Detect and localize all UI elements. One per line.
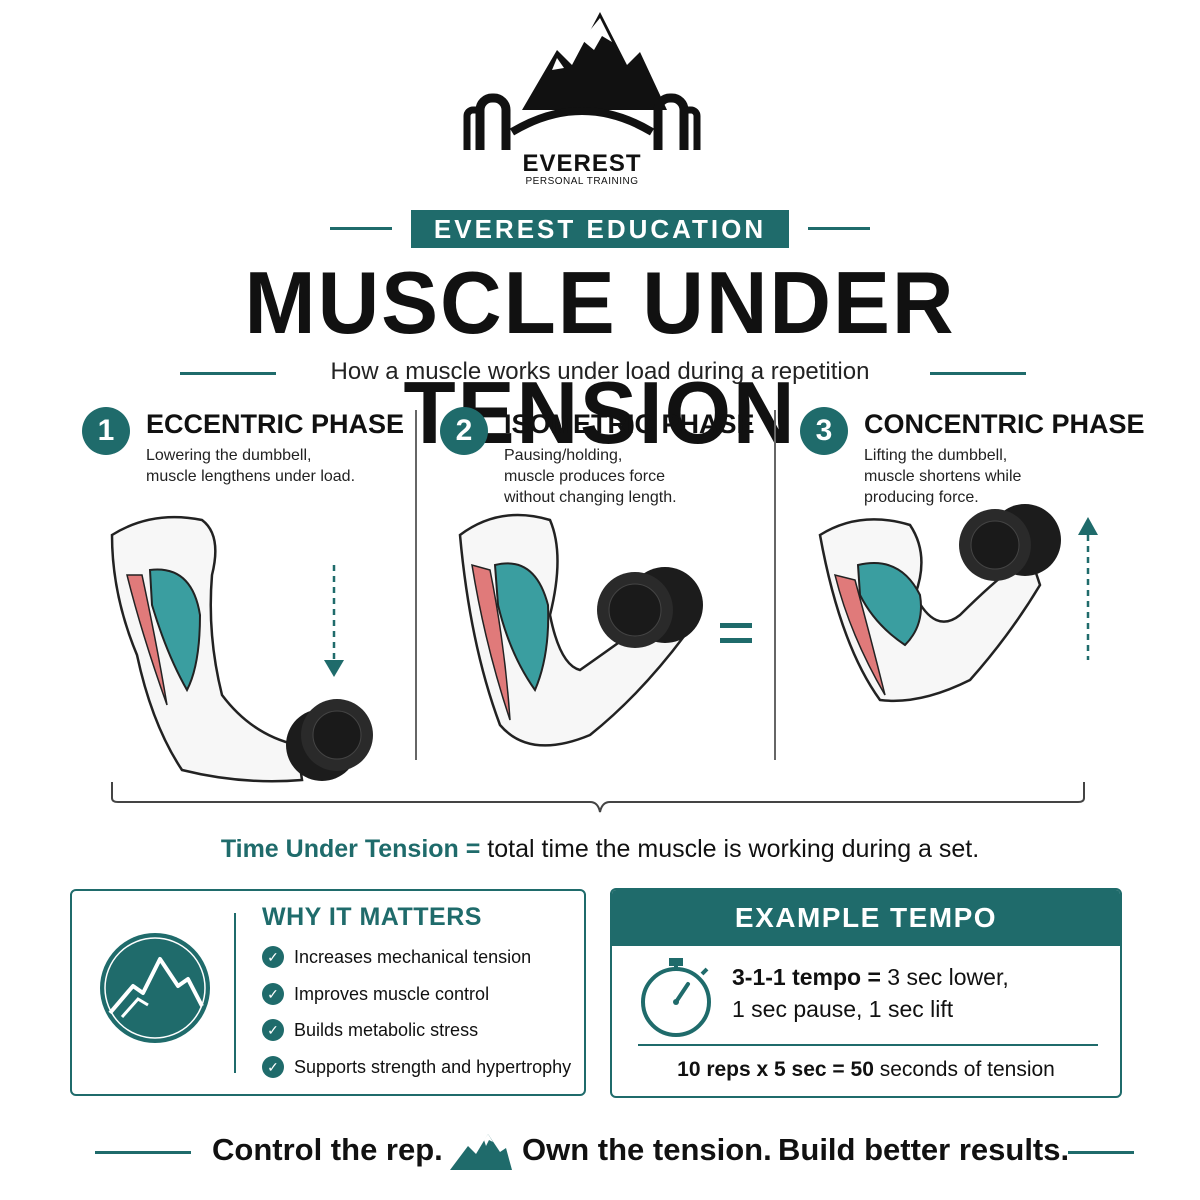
- check-icon: ✓: [262, 946, 284, 969]
- page-subtitle: How a muscle works under load during a r…: [330, 358, 870, 385]
- brace-connector: [111, 782, 1085, 813]
- why-item-label: Increases mechanical tension: [294, 946, 532, 967]
- footer-part-1: Control the rep.: [212, 1132, 443, 1167]
- dumbbell-icon: [286, 699, 373, 781]
- phase-desc-line: muscle shortens while: [864, 468, 1022, 485]
- concentric-arm-illustration: [818, 504, 1098, 703]
- why-item: ✓ Improves muscle control: [262, 983, 490, 1006]
- triceps-muscle: [126, 574, 168, 706]
- phase-title: CONCENTRIC PHASE: [864, 409, 1145, 439]
- phase-title: ECCENTRIC PHASE: [146, 409, 405, 439]
- check-icon: ✓: [262, 1056, 284, 1079]
- tut-definition: Time Under Tension = total time the musc…: [150, 832, 1050, 866]
- biceps-muscle: [856, 562, 922, 647]
- phase-desc-line: muscle lengthens under load.: [146, 468, 356, 485]
- phase-isometric: 2 ISOMETRIC PHASE Pausing/holding, muscl…: [440, 405, 800, 805]
- footer-rule-left: [95, 1151, 191, 1154]
- phase-description: Lowering the dumbbell, muscle lengthens …: [146, 445, 446, 487]
- phase-number: 1: [82, 407, 130, 455]
- stopwatch-icon: [641, 958, 711, 1037]
- footer-tagline: Control the rep. Own the tension. Build …: [100, 1128, 1100, 1178]
- dumbbell-icon: [597, 567, 703, 648]
- phase-divider: [774, 410, 776, 760]
- tempo-calc-bold: 10 reps x 5 sec = 50: [677, 1058, 874, 1081]
- triceps-muscle: [471, 563, 511, 721]
- phase-desc-line: Lifting the dumbbell,: [864, 447, 1008, 464]
- phase-desc-line: muscle produces force: [504, 468, 665, 485]
- example-tempo-panel: EXAMPLE TEMPO 3-1-1 tempo = 3 sec lower,…: [610, 888, 1122, 1098]
- phase-desc-line: producing force.: [864, 489, 979, 506]
- phase-number: 2: [440, 407, 488, 455]
- tut-term: Time Under Tension =: [220, 835, 481, 863]
- education-badge: EVEREST EDUCATION: [411, 210, 789, 248]
- why-item: ✓ Builds metabolic stress: [262, 1019, 479, 1042]
- equals-icon: [720, 623, 752, 628]
- tut-text: total time the muscle is working during …: [480, 835, 980, 863]
- biceps-muscle: [493, 562, 550, 693]
- logo-brand: EVEREST: [522, 150, 642, 177]
- badge-rule-right: [808, 227, 870, 230]
- tempo-calculation: 10 reps x 5 sec = 50 seconds of tension: [612, 1058, 1120, 1082]
- everest-logo: EVEREST PERSONAL TRAINING: [462, 10, 702, 190]
- why-it-matters-panel: WHY IT MATTERS ✓ Increases mechanical ten…: [70, 889, 586, 1096]
- why-item-label: Builds metabolic stress: [294, 1019, 479, 1040]
- footer-part-2: Own the tension.: [522, 1132, 772, 1167]
- why-item-label: Supports strength and hypertrophy: [294, 1056, 572, 1077]
- tempo-divider: [638, 1044, 1098, 1046]
- why-item-label: Improves muscle control: [294, 983, 490, 1004]
- phase-desc-line: without changing length.: [504, 489, 677, 506]
- eccentric-arm-illustration: [110, 515, 373, 783]
- subtitle-rule-left: [180, 372, 276, 375]
- phase-concentric: 3 CONCENTRIC PHASE Lifting the dumbbell,…: [800, 405, 1160, 805]
- mountain-icon: [450, 1134, 512, 1170]
- mountain-dumbbell-logo-icon: [463, 12, 701, 173]
- why-item: ✓ Supports strength and hypertrophy: [262, 1056, 572, 1079]
- badge-rule-left: [330, 227, 392, 230]
- mountain-emblem-icon: [100, 933, 210, 1043]
- phase-desc-line: Lowering the dumbbell,: [146, 447, 312, 464]
- footer-part-3: Build better results.: [778, 1132, 1070, 1167]
- dumbbell-icon: [959, 504, 1061, 581]
- triceps-muscle: [833, 573, 886, 696]
- why-item: ✓ Increases mechanical tension: [262, 946, 532, 969]
- panel-divider: [234, 913, 236, 1073]
- phase-divider: [415, 410, 417, 760]
- subtitle-rule-right: [930, 372, 1026, 375]
- why-title: WHY IT MATTERS: [262, 903, 482, 931]
- tempo-title: EXAMPLE TEMPO: [612, 890, 1120, 946]
- check-icon: ✓: [262, 983, 284, 1006]
- tempo-line-1: 3-1-1 tempo = 3 sec lower,: [732, 964, 1009, 991]
- phase-title: ISOMETRIC PHASE: [504, 409, 755, 439]
- tempo-calc-text: seconds of tension: [873, 1058, 1055, 1081]
- phase-desc-line: Pausing/holding,: [504, 447, 623, 464]
- phase-description: Pausing/holding, muscle produces force w…: [504, 445, 804, 508]
- biceps-muscle: [148, 568, 202, 693]
- phase-eccentric: 1 ECCENTRIC PHASE Lowering the dumbbell,…: [82, 405, 442, 805]
- tempo-notation: 3-1-1 tempo =: [732, 964, 881, 990]
- tempo-line-2: 1 sec pause, 1 sec lift: [732, 996, 954, 1022]
- logo-tagline: PERSONAL TRAINING: [525, 176, 639, 187]
- phase-description: Lifting the dumbbell, muscle shortens wh…: [864, 445, 1164, 508]
- tempo-line-1-text: 3 sec lower,: [880, 964, 1009, 990]
- phase-number: 3: [800, 407, 848, 455]
- footer-rule-right: [1068, 1151, 1134, 1154]
- check-icon: ✓: [262, 1019, 284, 1042]
- isometric-arm-illustration: [458, 513, 752, 747]
